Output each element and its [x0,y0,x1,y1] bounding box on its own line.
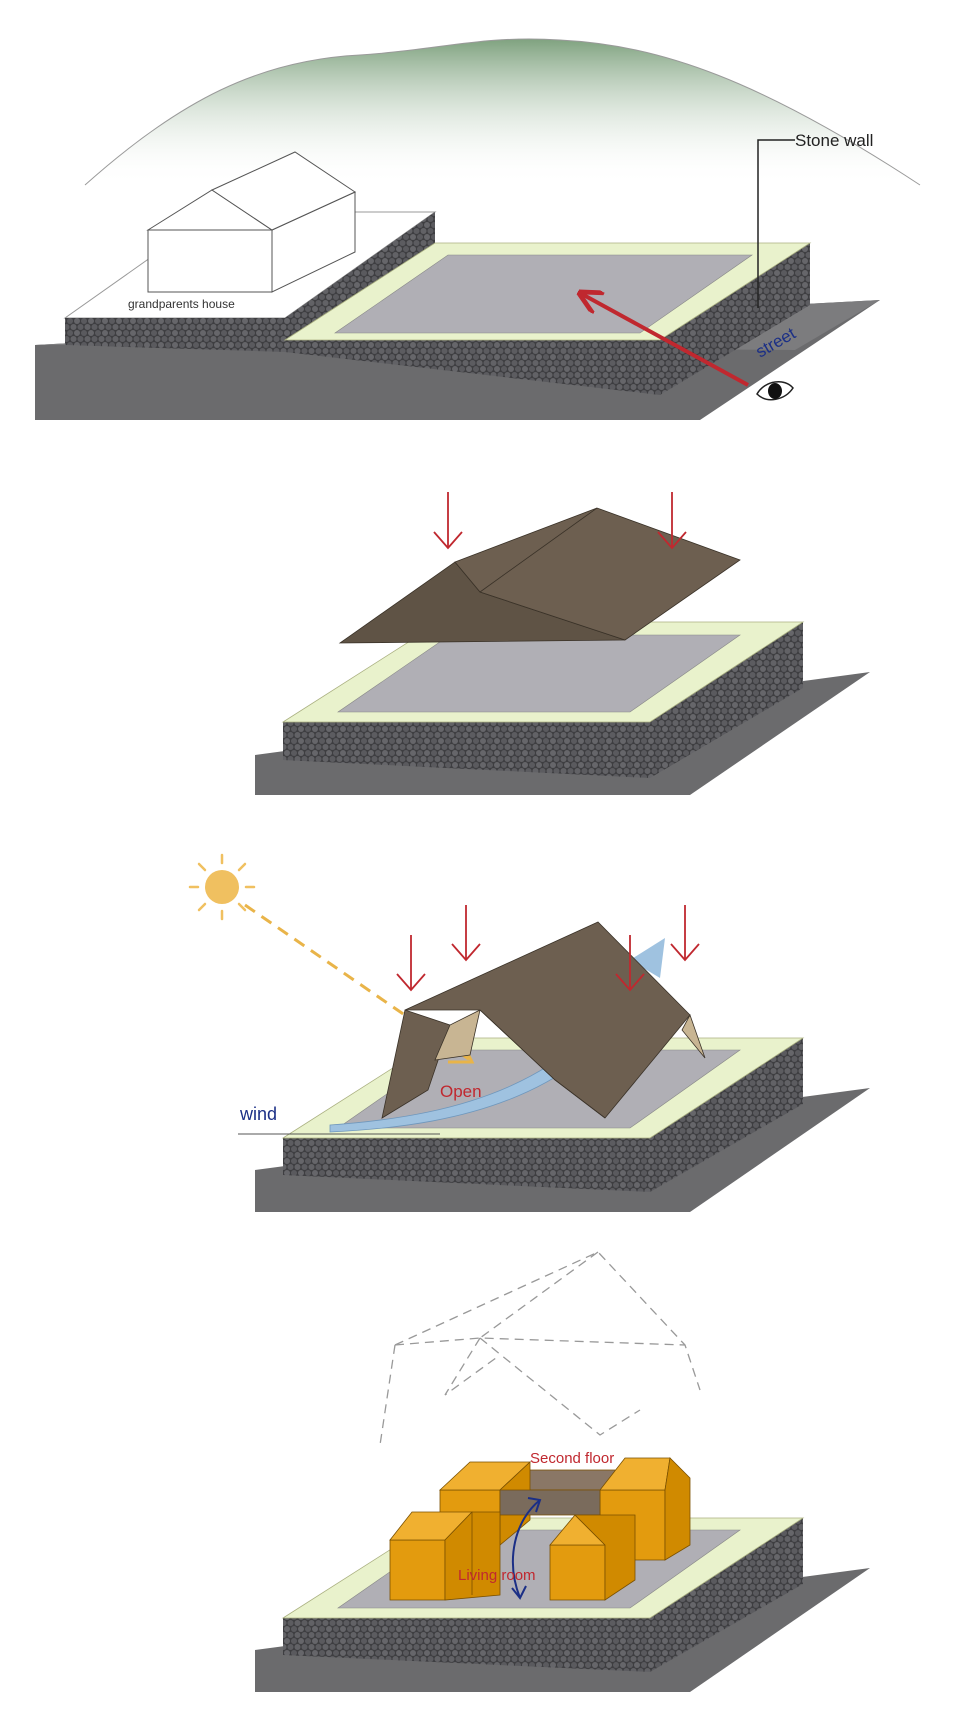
house-blocks [389,1457,691,1601]
down-arrow-icon [433,492,463,550]
panel-floor-plan: Second floor Living room [255,1251,870,1692]
roof-sheet [338,507,741,644]
second-floor-label: Second floor [530,1450,614,1467]
folded-roof [381,921,706,1119]
down-arrow-icon [615,935,645,992]
living-room-label: Living room [458,1567,536,1584]
site-wall-front [283,1618,650,1672]
view-arrow [580,293,749,387]
mountain-outline [84,38,921,186]
grandparents-lot-wall-front [65,318,285,352]
panel-environment: wind Open [188,853,870,1212]
panel-roof-placement [255,492,870,795]
site-floor [334,254,753,334]
site-wall-side [650,1518,803,1672]
open-label: Open [440,1082,482,1101]
site-wall-front [283,722,650,778]
site-wall-front [283,1138,650,1192]
wind-label: wind [239,1104,277,1124]
panel-site-context: grandparents house Stone wall street [35,38,921,420]
grandparents-house [146,151,357,293]
down-arrow-icon [451,905,481,962]
circulation-arrow-head-up [527,1497,542,1513]
wind-flow-head [630,938,665,978]
roof-outline-dashed [379,1251,701,1446]
site-wall-side [650,1038,803,1192]
site-floor [337,634,741,713]
circulation-arrow [512,1499,541,1599]
site-wall-side [650,622,803,778]
circulation-arrow-head-down [511,1585,527,1600]
down-arrow-icon [657,492,687,550]
down-arrow-icon [396,935,426,992]
eye-icon [756,381,794,401]
stone-wall-label: Stone wall [795,131,873,150]
sun-icon [188,853,256,921]
grandparents-house-label: grandparents house [128,297,235,311]
stone-wall-leader [757,139,795,308]
mountain [85,38,920,185]
down-arrow-icon [670,905,700,962]
